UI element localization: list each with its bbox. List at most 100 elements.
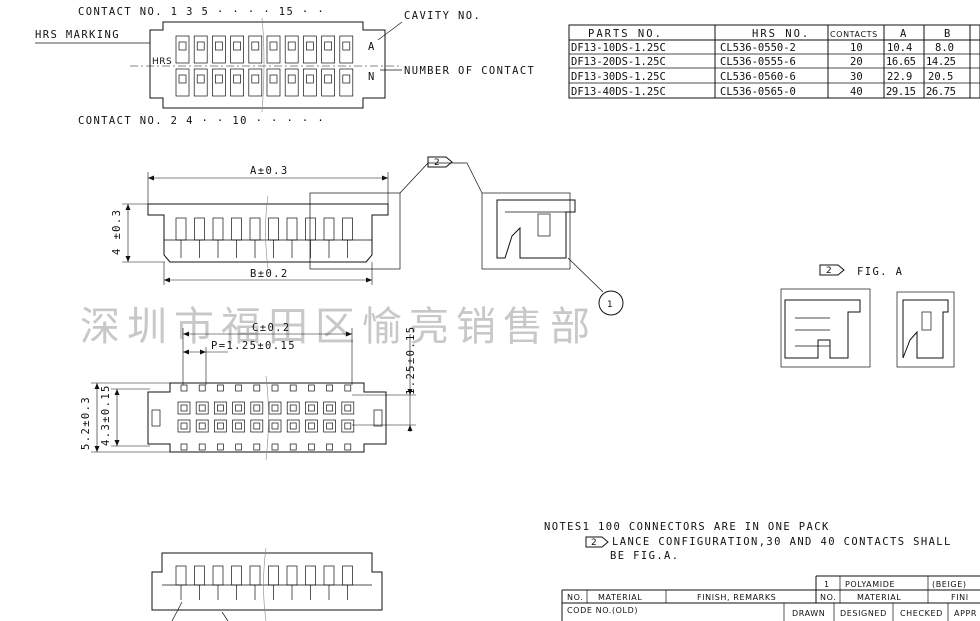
front-cavity (177, 419, 191, 433)
bottom-contact-slot (212, 565, 224, 586)
front-cavity (214, 401, 227, 415)
col-no: NO. (567, 593, 583, 602)
item-no: 1 (824, 580, 830, 589)
cavity-window (178, 41, 187, 51)
top-break-line (261, 17, 265, 113)
header-parts-no: PARTS NO. (588, 28, 663, 40)
bottom-body-outline (151, 552, 383, 611)
fig-a: 2 FIG. A (780, 264, 955, 368)
header-contacts: CONTACTS (830, 30, 878, 39)
cavity-window (178, 74, 187, 84)
cavity-cell (303, 35, 317, 64)
table-row: DF13-20DS-1.25C CL536-0555-6 20 16.65 14… (571, 56, 956, 68)
detail-callout: 2 1 (399, 156, 624, 316)
fig-a-frame-right (896, 291, 955, 368)
cavity-n-mark: N (368, 71, 376, 83)
cavity-cell (284, 35, 299, 64)
col-fini: FINI (951, 593, 969, 602)
front-latch (308, 443, 315, 451)
top-view: CONTACT NO. 1 3 5 · · · · 15 · · CONTACT… (35, 6, 534, 127)
side-contact-slot (194, 217, 205, 241)
side-contact-slot (342, 217, 353, 241)
front-latch (271, 384, 279, 392)
cavity-window (287, 74, 296, 84)
cell-parts-no: DF13-40DS-1.25C (571, 86, 666, 98)
svg-text:2: 2 (826, 266, 832, 276)
front-cavity (195, 401, 209, 415)
front-cavity-inner (326, 422, 333, 430)
cavity-cell (248, 68, 263, 97)
front-cavity-inner (180, 404, 188, 412)
note-line-2: LANCE CONFIGURATION,30 AND 40 CONTACTS S… (612, 536, 952, 548)
detail-view-frame (481, 192, 571, 270)
front-cavity-inner (308, 404, 315, 412)
front-cavity (323, 401, 336, 415)
designed-label: DESIGNED (840, 609, 887, 618)
dim-row-pitch-label: 1.25±0.15 (405, 326, 417, 396)
parts-table-frame (568, 24, 980, 99)
col-finish: FINISH, REMARKS (697, 593, 776, 602)
front-latch (344, 443, 352, 451)
table-row: DF13-10DS-1.25C CL536-0550-2 10 10.4 8.0 (571, 42, 954, 54)
cavity-window (324, 74, 332, 84)
front-cavity-inner (198, 422, 206, 430)
cavity-cell (175, 68, 190, 97)
top-body-outline (149, 21, 386, 109)
front-cavity (250, 419, 264, 433)
cell-contacts: 40 (850, 86, 863, 98)
approved-label: APPR (954, 609, 977, 618)
table-row: DF13-30DS-1.25C CL536-0560-6 30 22.9 20.… (571, 71, 953, 83)
front-latch (180, 443, 188, 451)
front-cavity (341, 401, 355, 415)
cell-contacts: 10 (850, 42, 863, 54)
cavity-window (251, 74, 260, 84)
side-contact-slot (212, 217, 224, 241)
front-cavity-inner (235, 422, 242, 430)
front-cavity (195, 419, 209, 433)
cavity-cell (266, 35, 281, 64)
fig-a-label: FIG. A (857, 266, 903, 278)
dim-pitch-label: P=1.25±0.15 (211, 340, 296, 352)
material-circle-number: 1 (607, 300, 613, 310)
cavity-cell (248, 35, 263, 64)
front-cavity-inner (271, 404, 279, 412)
dim-width-inner-label: 4.3±0.15 (100, 384, 112, 446)
title-block: 1 POLYAMIDE (BEIGE) NO. MATERIAL FINISH,… (561, 575, 980, 621)
front-latch (253, 384, 261, 392)
fig-a-frame-left (780, 288, 871, 368)
cavity-cell (193, 35, 208, 64)
note-flag (585, 536, 609, 548)
cavity-window (306, 74, 314, 84)
parts-table: PARTS NO. HRS NO. CONTACTS A B DF13-10DS… (568, 24, 980, 99)
notes: NOTES1 100 CONNECTORS ARE IN ONE PACK 2 … (544, 521, 952, 562)
cavity-leader (377, 21, 403, 41)
header-a: A (900, 28, 907, 40)
bottom-contact-slot (231, 565, 242, 586)
hrs-mark-glyph: HRS (152, 57, 172, 67)
checked-label: CHECKED (900, 609, 943, 618)
cell-contacts: 30 (850, 71, 863, 83)
front-cavity-inner (289, 404, 297, 412)
cavity-window (306, 41, 314, 51)
material-leader (567, 257, 604, 293)
front-latch (289, 384, 297, 392)
cavity-cell (339, 35, 354, 64)
front-latch (217, 443, 224, 451)
contact-row2-label: CONTACT NO. 2 4 · · 10 · · · · · (78, 115, 325, 127)
front-cavity-inner (253, 404, 261, 412)
material-circle (598, 290, 624, 316)
cavity-window (342, 74, 351, 84)
cavity-cell (212, 68, 226, 97)
cavity-cell (212, 35, 226, 64)
front-cavity (177, 401, 191, 415)
bottom-contact-slot (175, 565, 187, 586)
cell-parts-no: DF13-10DS-1.25C (571, 42, 666, 54)
contact-row1-label: CONTACT NO. 1 3 5 · · · · 15 · · (78, 6, 325, 18)
front-latch (326, 384, 333, 392)
cavity-window (233, 41, 241, 51)
bottom-contact-slot (286, 565, 298, 586)
cavity-window (251, 41, 260, 51)
front-cavity (286, 419, 300, 433)
front-cavity-inner (344, 404, 352, 412)
dim-width-outer-label: 5.2±0.3 (80, 396, 92, 450)
